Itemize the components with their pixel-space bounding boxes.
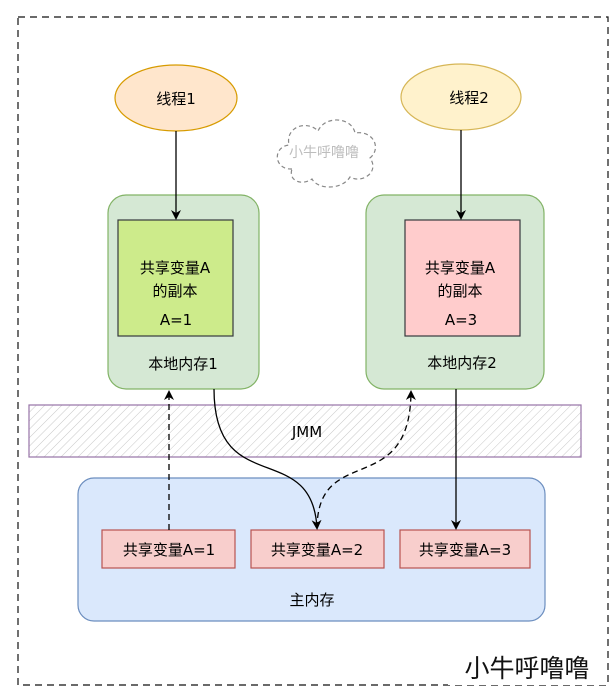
- main-var-3: 共享变量A=3: [419, 541, 511, 559]
- main-var-1: 共享变量A=1: [123, 541, 215, 559]
- local-1-copy-line-1: 共享变量A: [140, 259, 211, 277]
- jmm-label: JMM: [291, 423, 322, 441]
- cloud-shape: 小牛呼噜噜: [276, 119, 376, 188]
- local-memory-2-label: 本地内存2: [427, 354, 497, 372]
- main-var-box-3: [399, 529, 531, 569]
- arrow-main2-to-local2: [316, 390, 416, 529]
- main-memory-label: 主内存: [289, 591, 334, 609]
- thread-2-node: 线程2: [400, 63, 522, 131]
- local-memory-1-label: 本地内存1: [148, 355, 218, 373]
- outer-frame: [17, 16, 609, 686]
- local-memory-1: 共享变量A 的副本 A=1 本地内存1: [107, 194, 260, 390]
- arrow-local1-to-main2: [213, 388, 322, 530]
- local-memory-2: 共享变量A 的副本 A=3 本地内存2: [365, 194, 545, 390]
- local-2-copy-line-2: 的副本: [437, 282, 482, 300]
- jmm-band: JMM: [28, 404, 582, 458]
- local-2-copy-value: A=3: [445, 311, 477, 329]
- cloud-label: 小牛呼噜噜: [289, 145, 359, 161]
- watermark: 小牛呼噜噜: [464, 654, 589, 683]
- thread-2-label: 线程2: [449, 89, 489, 107]
- local-1-copy-line-2: 的副本: [152, 282, 197, 300]
- local-1-copy-value: A=1: [160, 311, 192, 329]
- local-2-copy-line-1: 共享变量A: [425, 259, 496, 277]
- main-memory: 共享变量A=1 共享变量A=2 共享变量A=3 主内存: [77, 477, 546, 622]
- main-var-box-2: [250, 529, 385, 569]
- thread-1-label: 线程1: [156, 90, 196, 108]
- thread-1-node: 线程1: [114, 64, 238, 132]
- main-var-box-1: [101, 529, 236, 569]
- main-var-2: 共享变量A=2: [271, 541, 363, 559]
- arrows: [164, 130, 466, 530]
